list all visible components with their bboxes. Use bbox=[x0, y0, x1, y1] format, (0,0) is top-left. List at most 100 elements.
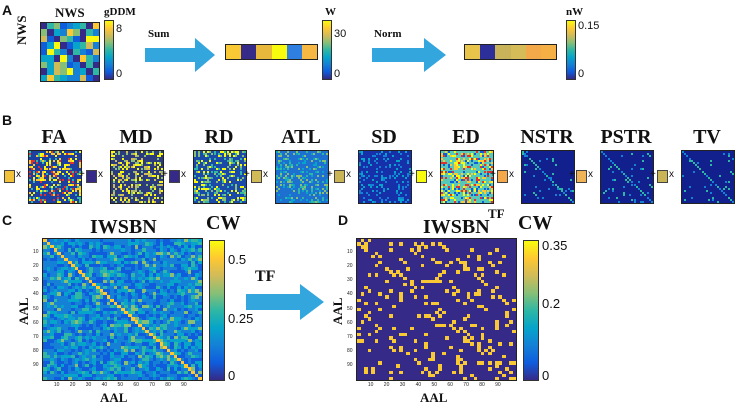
feature-matrix-pstr bbox=[600, 150, 654, 204]
x-tick-label: 60 bbox=[447, 382, 453, 388]
plus-symbol: + bbox=[162, 169, 168, 180]
bar1-cell bbox=[301, 45, 317, 59]
weight-square-tv bbox=[657, 170, 668, 183]
feature-title-tv: TV bbox=[693, 126, 721, 148]
y-tick-label: 10 bbox=[33, 249, 39, 256]
x-tick-label: 10 bbox=[367, 382, 374, 388]
tf-arrow-label: TF bbox=[255, 268, 276, 285]
x-tick-label: 80 bbox=[165, 382, 171, 388]
bar1-cell bbox=[241, 45, 257, 59]
times-symbol: x bbox=[16, 169, 21, 180]
d-title: IWSBN bbox=[423, 216, 490, 238]
y-tick-label: 80 bbox=[33, 347, 39, 354]
feature-matrix-sd bbox=[358, 150, 412, 204]
times-symbol: x bbox=[669, 169, 674, 180]
c-cbar-tick-1: 0.5 bbox=[228, 252, 247, 267]
d-cbar-title: CW bbox=[518, 212, 553, 234]
y-tick-label: 90 bbox=[347, 361, 353, 368]
y-tick-label: 20 bbox=[33, 263, 39, 270]
times-symbol: x bbox=[98, 169, 103, 180]
x-tick-label: 30 bbox=[85, 382, 92, 388]
bar2-cell bbox=[495, 45, 511, 59]
cbar2-title: W bbox=[325, 6, 336, 18]
cbar1-title: gDDM bbox=[104, 6, 136, 18]
x-tick-label: 80 bbox=[479, 382, 485, 388]
weight-square-fa bbox=[4, 170, 15, 183]
d-cbar-tick-1: 0.35 bbox=[542, 238, 568, 253]
bar2-cell bbox=[480, 45, 496, 59]
d-title-sup: TF bbox=[488, 206, 505, 221]
plus-symbol: + bbox=[244, 169, 250, 180]
arrow1-label: Sum bbox=[148, 28, 170, 40]
feature-matrix-rd bbox=[193, 150, 247, 204]
feature-title-ed: ED bbox=[452, 126, 480, 148]
y-tick-label: 20 bbox=[347, 263, 353, 270]
feature-title-atl: ATL bbox=[281, 126, 321, 148]
y-tick-label: 50 bbox=[347, 305, 353, 312]
cbar1-tick-bottom: 0 bbox=[116, 68, 123, 80]
times-symbol: x bbox=[509, 169, 514, 180]
bar2-cell bbox=[465, 45, 481, 59]
d-cbar bbox=[523, 240, 539, 381]
y-tick-label: 70 bbox=[33, 333, 39, 340]
weight-square-pstr bbox=[576, 170, 587, 183]
y-tick-label: 60 bbox=[33, 319, 39, 326]
cbar1-tick-top: 8 bbox=[116, 23, 123, 35]
weight-square-atl bbox=[251, 170, 262, 183]
x-tick-label: 50 bbox=[117, 382, 124, 388]
norm-arrow bbox=[372, 38, 446, 72]
feature-title-sd: SD bbox=[371, 126, 397, 148]
arrow2-label: Norm bbox=[374, 28, 402, 40]
c-cbar-tick-2: 0.25 bbox=[228, 311, 254, 326]
times-symbol: x bbox=[346, 169, 351, 180]
cbar2-tick-bottom: 0 bbox=[334, 68, 341, 80]
plus-symbol: + bbox=[79, 169, 85, 180]
feature-title-fa: FA bbox=[41, 126, 67, 148]
feature-matrix-md bbox=[110, 150, 164, 204]
times-symbol: x bbox=[181, 169, 186, 180]
y-tick-label: 90 bbox=[33, 361, 39, 368]
feature-title-pstr: PSTR bbox=[600, 126, 652, 148]
x-tick-label: 10 bbox=[53, 382, 60, 388]
x-tick-label: 60 bbox=[133, 382, 139, 388]
tf-arrow bbox=[246, 284, 324, 320]
feature-matrix-atl bbox=[275, 150, 329, 204]
cbar1 bbox=[104, 20, 114, 80]
feature-matrix-tv bbox=[681, 150, 735, 204]
cbar3-tick-top: 0.15 bbox=[578, 20, 600, 32]
y-tick-label: 40 bbox=[347, 291, 353, 298]
times-symbol: x bbox=[263, 169, 268, 180]
feature-title-rd: RD bbox=[204, 126, 234, 148]
bar1-cell bbox=[256, 45, 272, 59]
cbar3-tick-bottom: 0 bbox=[578, 68, 585, 80]
panel-label-a: A bbox=[2, 2, 13, 18]
y-tick-label: 70 bbox=[347, 333, 353, 340]
nws-gddm-matrix bbox=[40, 22, 100, 82]
times-symbol: x bbox=[428, 169, 433, 180]
x-tick-label: 50 bbox=[431, 382, 438, 388]
matrix-top-label: NWS bbox=[55, 5, 85, 20]
bar1-cell bbox=[286, 45, 302, 59]
x-tick-label: 20 bbox=[69, 382, 76, 388]
plus-symbol: + bbox=[409, 169, 415, 180]
x-tick-label: 90 bbox=[181, 382, 187, 388]
x-tick-label: 90 bbox=[495, 382, 501, 388]
c-cbar-tick-3: 0 bbox=[228, 368, 236, 383]
y-tick-label: 80 bbox=[347, 347, 353, 354]
panel-label-d: D bbox=[338, 212, 349, 228]
y-tick-label: 50 bbox=[33, 305, 39, 312]
sum-vector bbox=[225, 44, 318, 60]
y-tick-label: 40 bbox=[33, 291, 39, 298]
weight-square-rd bbox=[169, 170, 180, 183]
d-ylabel: AAL bbox=[330, 297, 345, 325]
panel-label-b: B bbox=[2, 112, 13, 128]
weight-square-nstr bbox=[497, 170, 508, 183]
y-tick-label: 30 bbox=[347, 277, 353, 284]
x-tick-label: 70 bbox=[149, 382, 155, 388]
feature-title-md: MD bbox=[119, 126, 153, 148]
weight-square-sd bbox=[334, 170, 345, 183]
c-title: IWSBN bbox=[90, 216, 157, 238]
c-cbar-title: CW bbox=[206, 212, 241, 234]
d-cbar-tick-2: 0.2 bbox=[542, 296, 561, 311]
